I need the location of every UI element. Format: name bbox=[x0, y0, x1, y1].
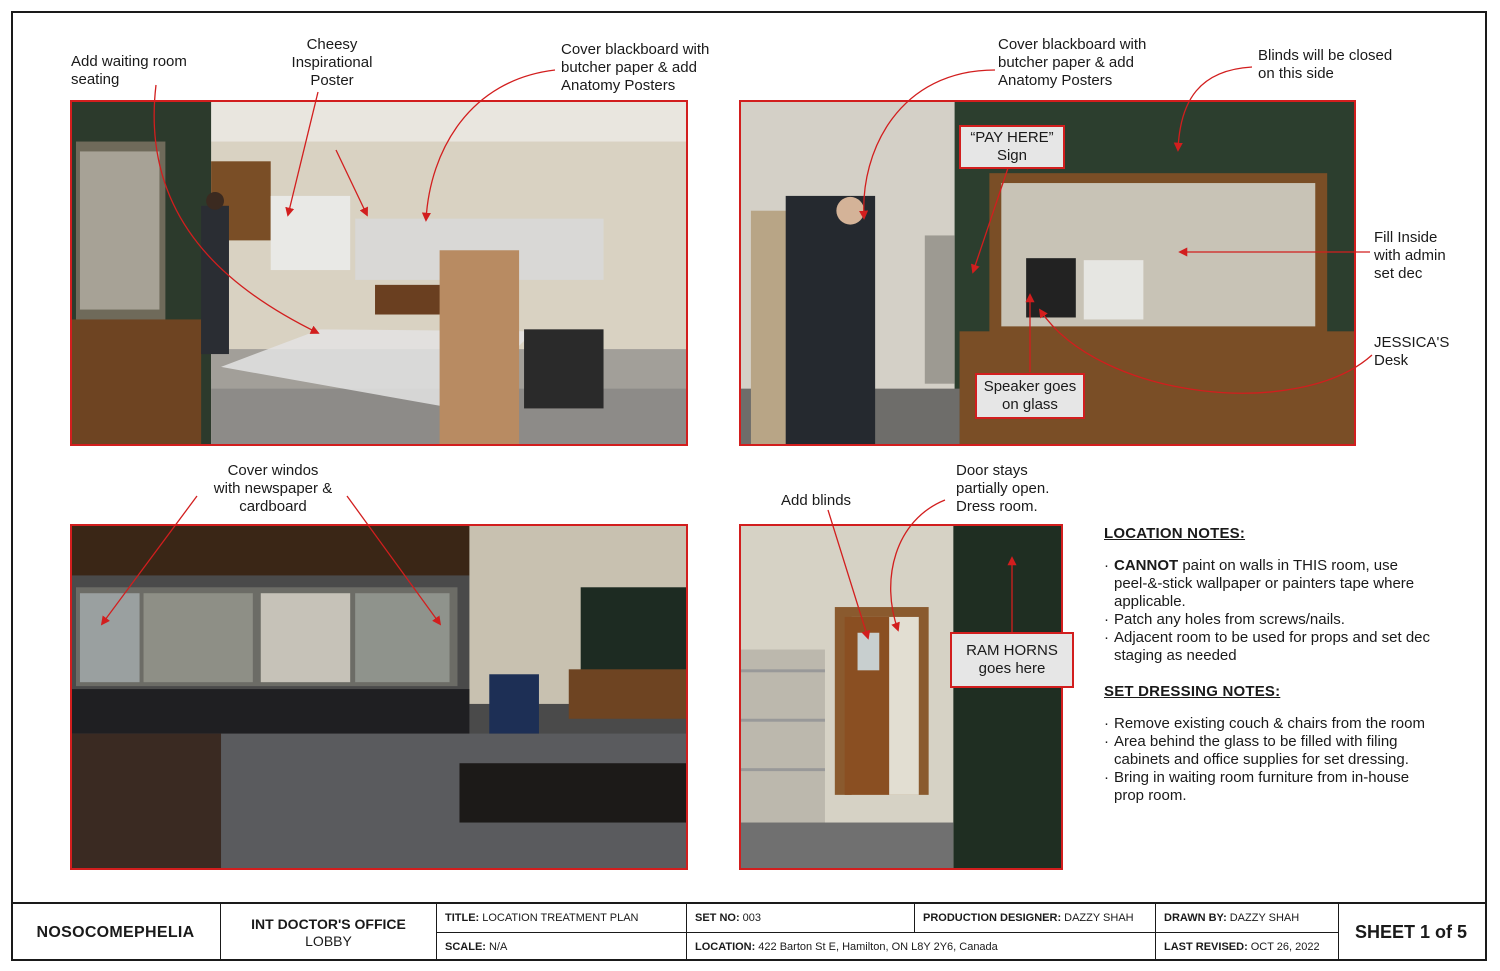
location-notes-heading: LOCATION NOTES: bbox=[1104, 525, 1246, 542]
photo-window-wall bbox=[70, 524, 688, 870]
tb-set-no: SET NO:003 bbox=[687, 904, 915, 932]
annotation-blackboard-2: Cover blackboard with butcher paper & ad… bbox=[998, 36, 1147, 89]
annotation-blinds-closed: Blinds will be closed on this side bbox=[1258, 47, 1393, 82]
sheet-border bbox=[11, 11, 1487, 961]
window-wall-image bbox=[72, 526, 686, 868]
title-block: NOSOCOMEPHELIA INT DOCTOR'S OFFICE LOBBY… bbox=[11, 902, 1487, 961]
tb-last-revised: LAST REVISED:OCT 26, 2022 bbox=[1156, 932, 1339, 961]
tb-scale: SCALE:N/A bbox=[437, 932, 687, 961]
annotation-waiting-seating: Add waiting room seating bbox=[71, 53, 187, 88]
location-note-item: CANNOT paint on walls in THIS room, use … bbox=[1104, 557, 1434, 611]
photo-doorway bbox=[739, 524, 1063, 870]
set-dressing-item: Bring in waiting room furniture from in-… bbox=[1104, 769, 1434, 805]
location-note-item: Adjacent room to be used for props and s… bbox=[1104, 629, 1434, 665]
annotation-jessica-desk: JESSICA'S Desk bbox=[1374, 334, 1450, 369]
annotation-door-open: Door stays partially open. Dress room. bbox=[956, 462, 1050, 515]
location-note-item: Patch any holes from screws/nails. bbox=[1104, 611, 1434, 629]
annotation-poster: Cheesy Inspirational Poster bbox=[291, 36, 373, 89]
annotation-fill-inside: Fill Inside with admin set dec bbox=[1374, 229, 1446, 282]
annotation-add-blinds: Add blinds bbox=[781, 492, 852, 509]
callout-ram-horns: RAM HORNS goes here bbox=[950, 632, 1074, 688]
tb-designer: PRODUCTION DESIGNER:DAZZY SHAH bbox=[915, 904, 1156, 932]
annotation-cover-windows: Cover windos with newspaper & cardboard bbox=[213, 462, 333, 515]
tb-project: NOSOCOMEPHELIA bbox=[11, 904, 221, 961]
set-dressing-heading: SET DRESSING NOTES: bbox=[1104, 683, 1281, 700]
annotation-blackboard-1: Cover blackboard with butcher paper & ad… bbox=[561, 41, 710, 94]
set-dressing-notes: SET DRESSING NOTES: Remove existing couc… bbox=[1104, 683, 1434, 805]
tb-sheet: SHEET 1 of 5 bbox=[1354, 922, 1468, 942]
set-dressing-item: Remove existing couch & chairs from the … bbox=[1104, 715, 1434, 733]
waiting-room-image bbox=[72, 102, 686, 444]
tb-title: TITLE:LOCATION TREATMENT PLAN bbox=[437, 904, 687, 932]
callout-speaker: Speaker goes on glass bbox=[975, 373, 1085, 419]
set-dressing-item: Area behind the glass to be filled with … bbox=[1104, 733, 1434, 769]
callout-pay-here: “PAY HERE” Sign bbox=[959, 125, 1065, 169]
tb-scene: INT DOCTOR'S OFFICE LOBBY bbox=[221, 904, 437, 961]
tb-drawn-by: DRAWN BY:DAZZY SHAH bbox=[1156, 904, 1339, 932]
tb-divider bbox=[437, 932, 1339, 933]
photo-waiting-room bbox=[70, 100, 688, 446]
tb-location: LOCATION:422 Barton St E, Hamilton, ON L… bbox=[687, 932, 1156, 961]
doorway-image bbox=[741, 526, 1061, 868]
location-notes: LOCATION NOTES: CANNOT paint on walls in… bbox=[1104, 525, 1434, 665]
